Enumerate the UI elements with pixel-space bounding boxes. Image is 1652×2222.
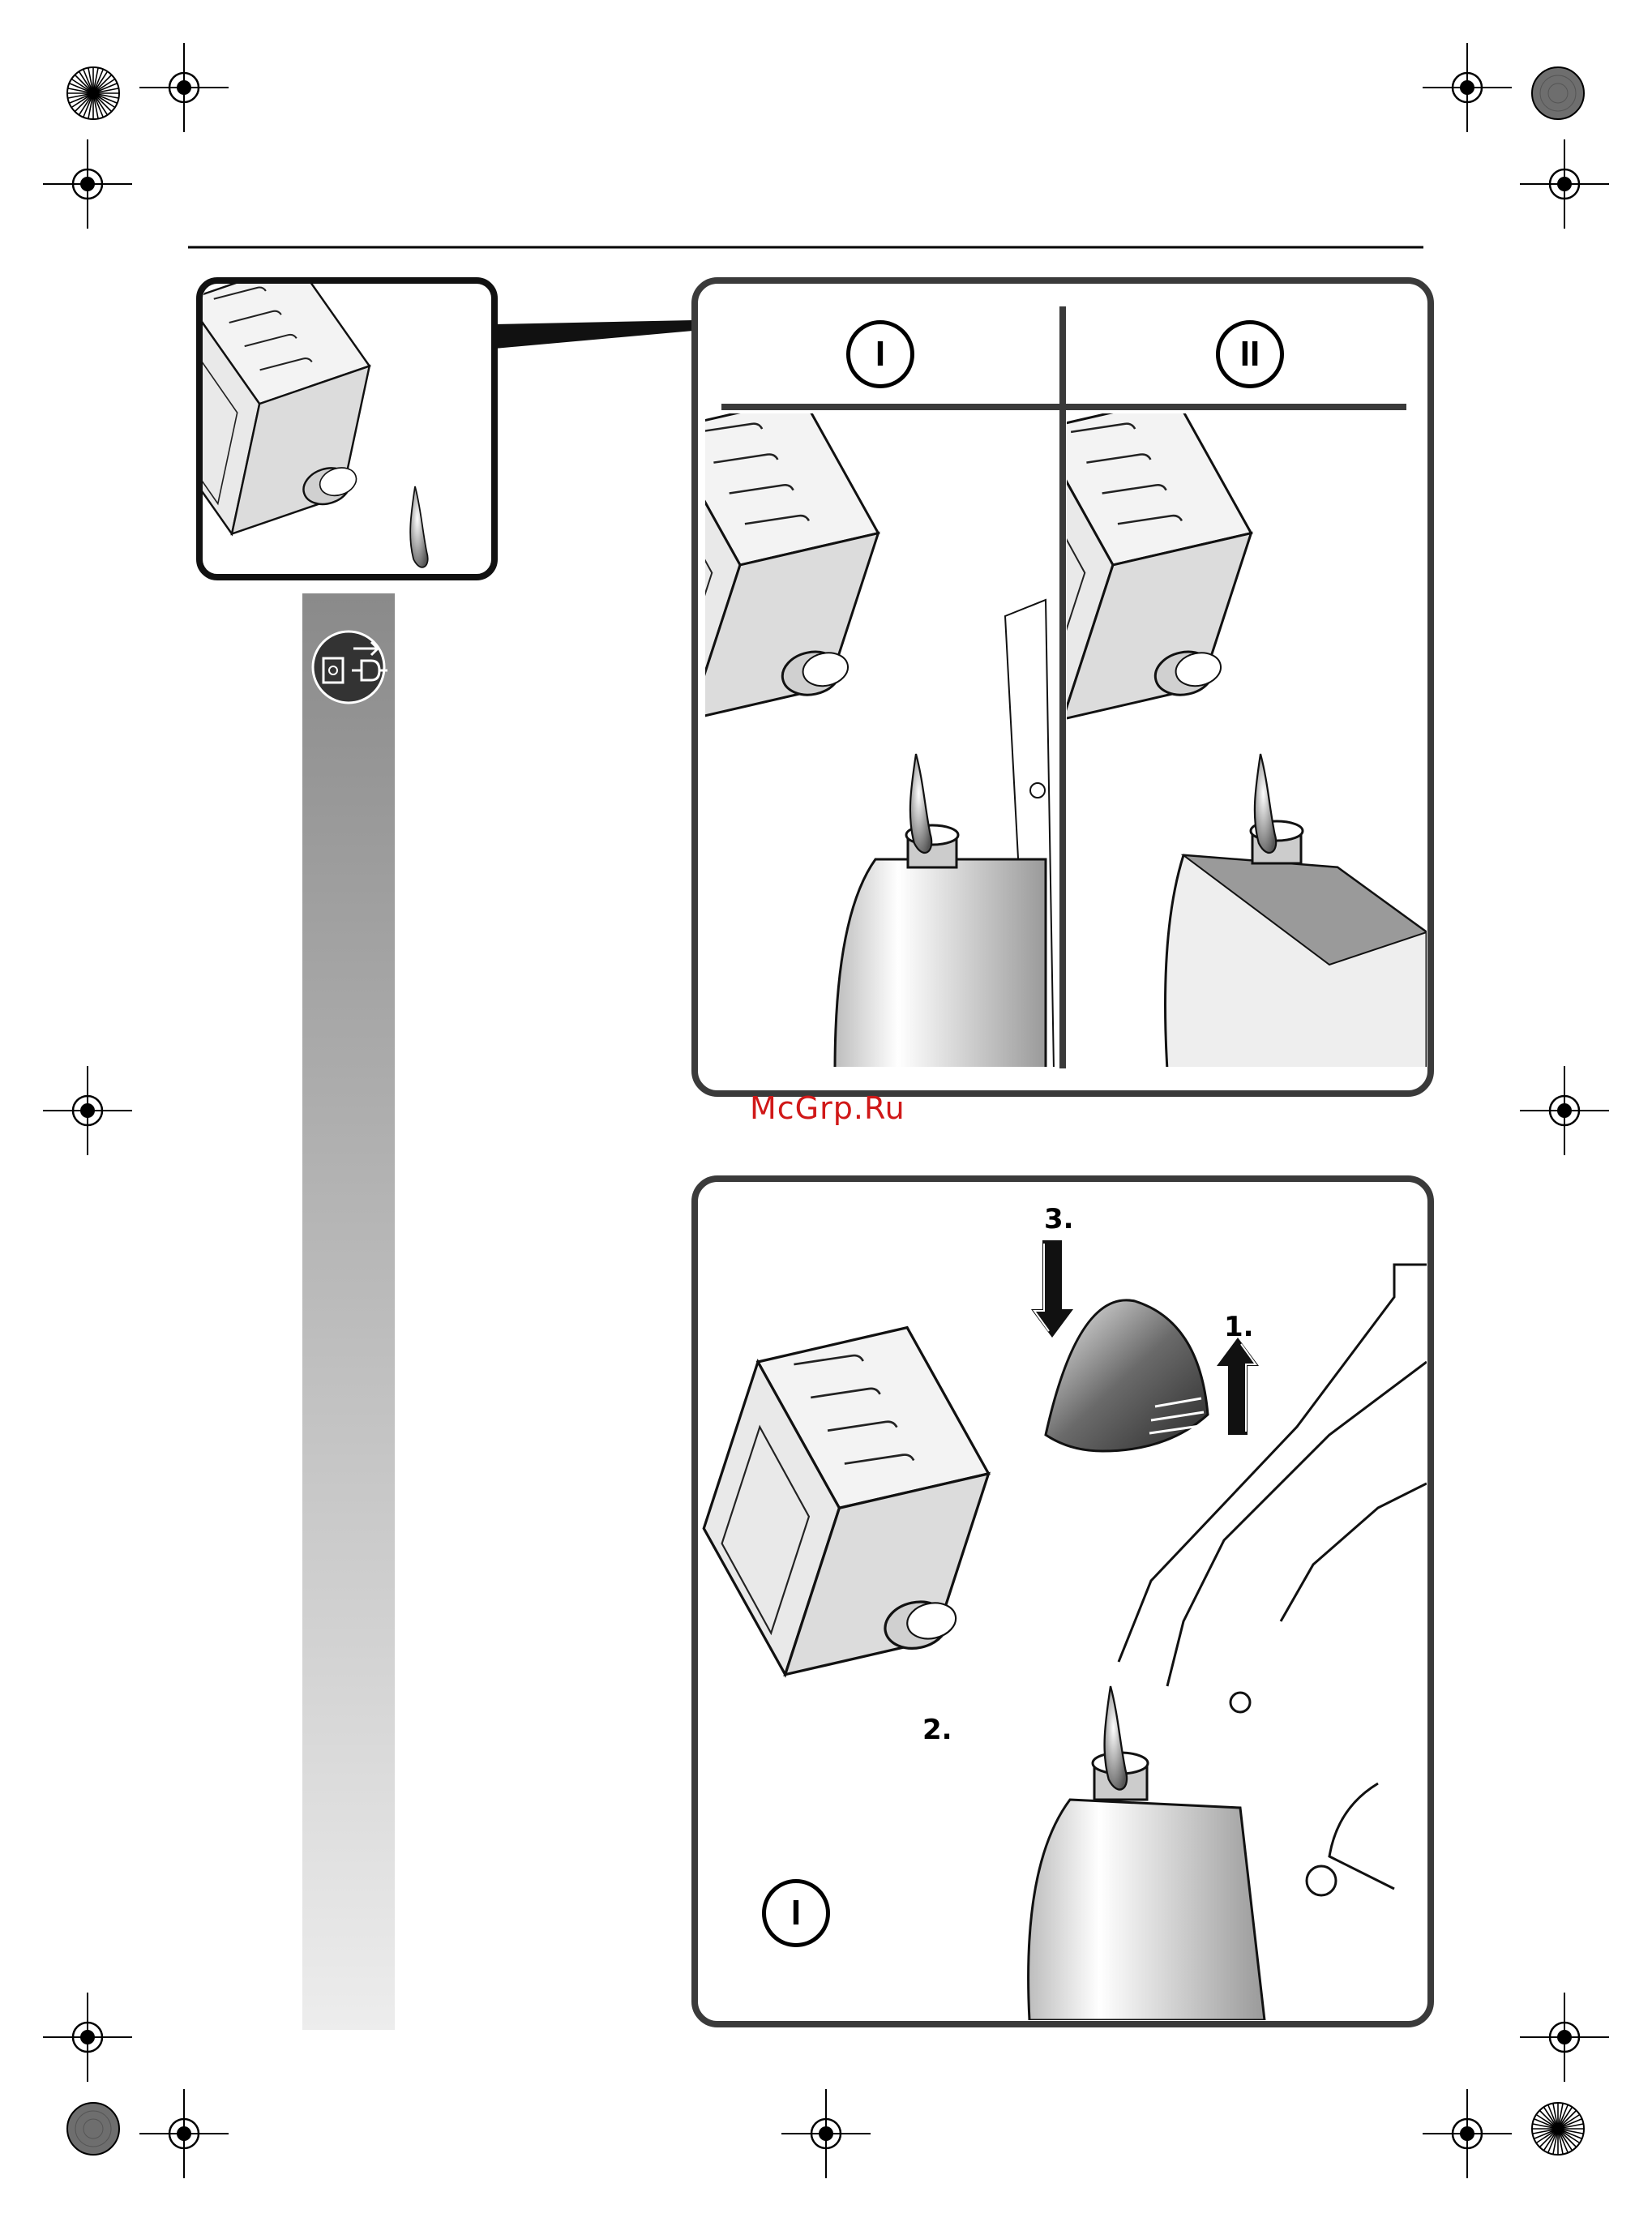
roman-numeral-i-label: I <box>762 1879 830 1947</box>
registration-mark-icon <box>43 139 132 229</box>
grey-plate-mark-icon <box>67 2103 119 2155</box>
gradient-sidebar <box>302 593 395 2030</box>
registration-mark-icon <box>43 1993 132 2082</box>
registration-mark-icon <box>1520 1993 1609 2082</box>
registration-mark-icon <box>43 1066 132 1155</box>
registration-mark-icon <box>1520 1066 1609 1155</box>
roman-numeral-ii-label: II <box>1216 320 1284 388</box>
step-label-2: 2. <box>922 1714 952 1746</box>
inset-bottle-panel <box>141 242 494 577</box>
registration-mark-icon <box>139 43 229 132</box>
step-label-3: 3. <box>1044 1203 1074 1235</box>
grey-plate-mark-icon <box>1532 67 1584 119</box>
registration-mark-icon <box>1423 2089 1512 2178</box>
registration-mark-icon <box>1423 43 1512 132</box>
watermark-text: McGrp.Ru <box>750 1090 905 1126</box>
step-label-1: 1. <box>1224 1311 1254 1343</box>
registration-mark-icon <box>781 2089 871 2178</box>
roman-numeral-i-label: I <box>846 320 914 388</box>
sunburst-mark-icon <box>1532 2103 1584 2155</box>
top-instruction-panel <box>582 280 1431 1094</box>
registration-mark-icon <box>139 2089 229 2178</box>
registration-mark-icon <box>1520 139 1609 229</box>
sunburst-mark-icon <box>67 67 119 119</box>
